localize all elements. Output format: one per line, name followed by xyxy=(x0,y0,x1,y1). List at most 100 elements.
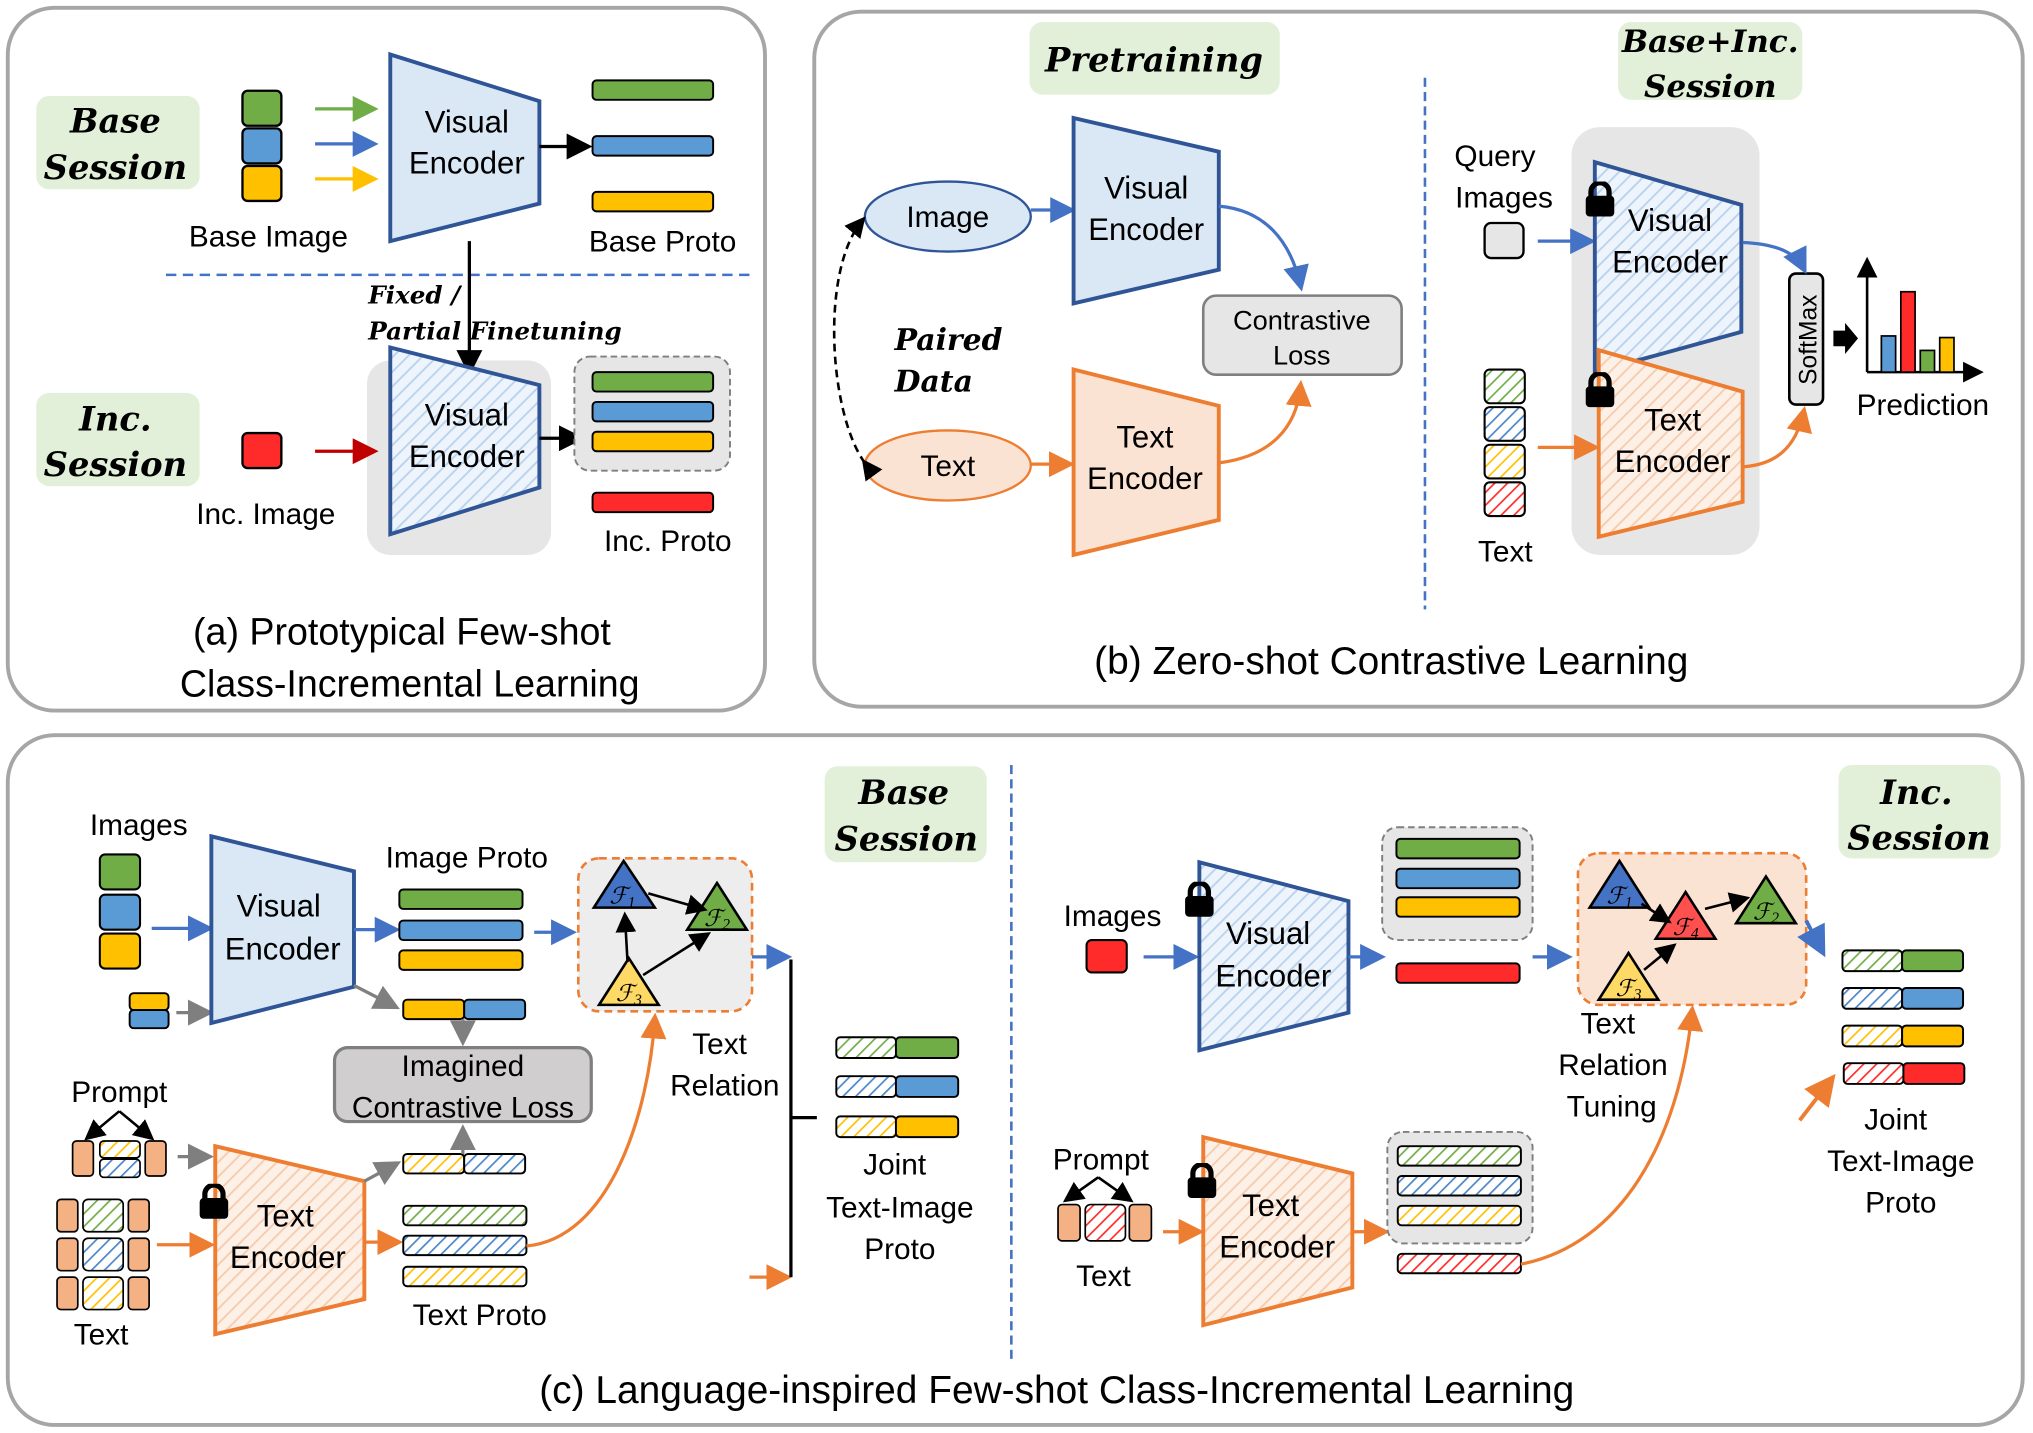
query-images-label-2: Images xyxy=(1455,181,1553,214)
prediction-chart xyxy=(1856,256,1984,383)
base-proto-yellow xyxy=(591,190,715,213)
base-image-blue xyxy=(241,127,283,165)
text-class-yellow xyxy=(1483,443,1526,480)
c-relation-box-base xyxy=(576,857,754,1013)
c-mixed-image-bottom xyxy=(128,1009,170,1030)
c-inc-old-proto-yellow xyxy=(1395,896,1521,918)
base-inc-session-badge xyxy=(1618,22,1803,100)
panel-b-caption: (b) Zero-shot Contrastive Learning xyxy=(1094,640,1688,683)
c-joint-label-1: Joint xyxy=(863,1149,927,1182)
pretraining-label: Pretraining xyxy=(1044,39,1263,79)
c-prompt-branch-right xyxy=(118,1110,155,1141)
text-encoder-label-2: Encoder xyxy=(1087,461,1203,496)
visual-encoder-pretrain xyxy=(1071,115,1221,306)
edge-f3-f1 xyxy=(615,911,637,963)
text-class-green xyxy=(1483,368,1526,405)
c-image-yellow xyxy=(98,932,142,970)
c-text-grid xyxy=(56,1198,150,1311)
inc-proto-label: Inc. Proto xyxy=(604,525,732,558)
inc-joint-image-red xyxy=(1902,1062,1966,1085)
c-inc-visual-label-1: Visual xyxy=(1226,916,1310,951)
text-encoder-pretrain xyxy=(1071,367,1221,558)
c-text-class-blue xyxy=(82,1237,125,1272)
c-relation-label-1: Text xyxy=(692,1028,747,1061)
text-frozen-label-2: Encoder xyxy=(1615,444,1731,479)
text-node-label: Text xyxy=(920,450,975,483)
finetune-label-1: Fixed / xyxy=(367,280,462,309)
c-image-proto-green xyxy=(398,888,524,910)
c-inc-text-label: Text xyxy=(1076,1260,1131,1293)
c-relation-label-2: Relation xyxy=(670,1070,779,1103)
edge-f3-f2 xyxy=(642,932,712,977)
c-base-session-badge xyxy=(824,766,987,863)
panel-b: Pretraining Image Text Paired Data Visua… xyxy=(812,9,2025,709)
c-mixed-proto-yellow xyxy=(402,998,466,1021)
c-image-green xyxy=(98,853,142,891)
base-session-label-2: Session xyxy=(44,147,188,187)
visual-encoder-base xyxy=(388,51,542,244)
inc-joint-image-green xyxy=(1901,949,1965,973)
contrastive-label-1: Contrastive xyxy=(1233,304,1371,335)
c-text-ctx xyxy=(56,1237,79,1272)
c-inc-session-badge xyxy=(1838,764,2001,859)
encoder-inc-label-2: Encoder xyxy=(409,439,525,474)
c-inc-old-text-green xyxy=(1396,1145,1522,1167)
c-text-label: Text xyxy=(74,1319,129,1352)
c-text-ctx xyxy=(56,1276,79,1311)
text-frozen-label-1: Text xyxy=(1644,402,1701,437)
inc-proto-red xyxy=(591,491,715,514)
c-inc-text-encoder-label-2: Encoder xyxy=(1219,1230,1335,1265)
panel-a-caption-2: Class-Incremental Learning xyxy=(180,662,640,704)
c-text-ctx xyxy=(127,1276,150,1311)
c-text-ctx xyxy=(127,1198,150,1233)
panel-b-border xyxy=(812,9,2025,709)
c-joint-proto-base xyxy=(835,1036,960,1139)
joint-image-blue xyxy=(894,1075,960,1098)
c-inc-session-label-1: Inc. xyxy=(1879,772,1953,812)
c-images-label: Images xyxy=(90,809,188,842)
c-encoder-to-mixed-text xyxy=(363,1161,402,1186)
inc-node-f3 xyxy=(1596,950,1661,1001)
c-inc-prompt-branch-left xyxy=(1062,1176,1099,1203)
c-text-encoder-inc xyxy=(1201,1134,1355,1328)
edge-f1-f2 xyxy=(647,892,708,915)
inc-joint-text-green xyxy=(1841,949,1904,973)
panel-c-border xyxy=(5,733,2025,1427)
c-inc-relation-label-3: Tuning xyxy=(1567,1090,1657,1123)
c-joint-label-3: Proto xyxy=(864,1233,935,1266)
c-image-proto-label: Image Proto xyxy=(386,841,548,874)
c-text-encoder-label-2: Encoder xyxy=(230,1240,346,1275)
c-relation-graph-inc: ℱ1 ℱ4 ℱ2 ℱ3 xyxy=(1587,858,1799,1004)
c-visual-encoder-inc xyxy=(1197,859,1351,1053)
inc-proto-blue xyxy=(591,400,715,423)
c-inc-old-text-yellow xyxy=(1396,1204,1522,1227)
inc-joint-image-yellow xyxy=(1901,1024,1965,1048)
inc-node-f4-label: ℱ4 xyxy=(1673,915,1699,943)
inc-joint-text-yellow xyxy=(1841,1024,1904,1048)
inc-joint-text-red xyxy=(1842,1062,1905,1085)
c-joint-label-2: Text-Image xyxy=(826,1192,973,1225)
c-inc-prompt-class-red xyxy=(1084,1203,1127,1242)
prediction-bar-blue xyxy=(1880,335,1897,373)
c-encoder-to-mixed-proto xyxy=(353,983,400,1010)
visual-encoder-frozen xyxy=(1592,159,1744,375)
c-inc-joint-label-2: Text-Image xyxy=(1827,1145,1974,1178)
text-classes-label: Text xyxy=(1478,535,1533,568)
c-prompt-ctx-left xyxy=(71,1140,95,1177)
node-f3 xyxy=(596,955,662,1007)
base-proto-blue xyxy=(591,135,715,157)
softmax-output-arrow xyxy=(1833,322,1859,354)
c-inc-relation-out-arrow xyxy=(1797,919,1826,958)
c-text-encoder-base xyxy=(213,1143,367,1337)
c-merge-brace xyxy=(789,959,817,1278)
c-base-session-label-1: Base xyxy=(857,772,949,812)
finetune-label-2: Partial Finetuning xyxy=(367,317,621,346)
text-class-red xyxy=(1483,481,1526,518)
c-inc-old-proto-blue xyxy=(1395,867,1521,890)
c-inc-session-label-2: Session xyxy=(1847,817,1991,857)
base-image-yellow xyxy=(241,164,283,203)
c-mixed-image-top xyxy=(128,992,170,1012)
text-to-loss-arrow xyxy=(1218,379,1312,465)
c-inc-old-proto-green xyxy=(1395,837,1521,860)
inc-edge-f1-f4 xyxy=(1640,902,1672,924)
